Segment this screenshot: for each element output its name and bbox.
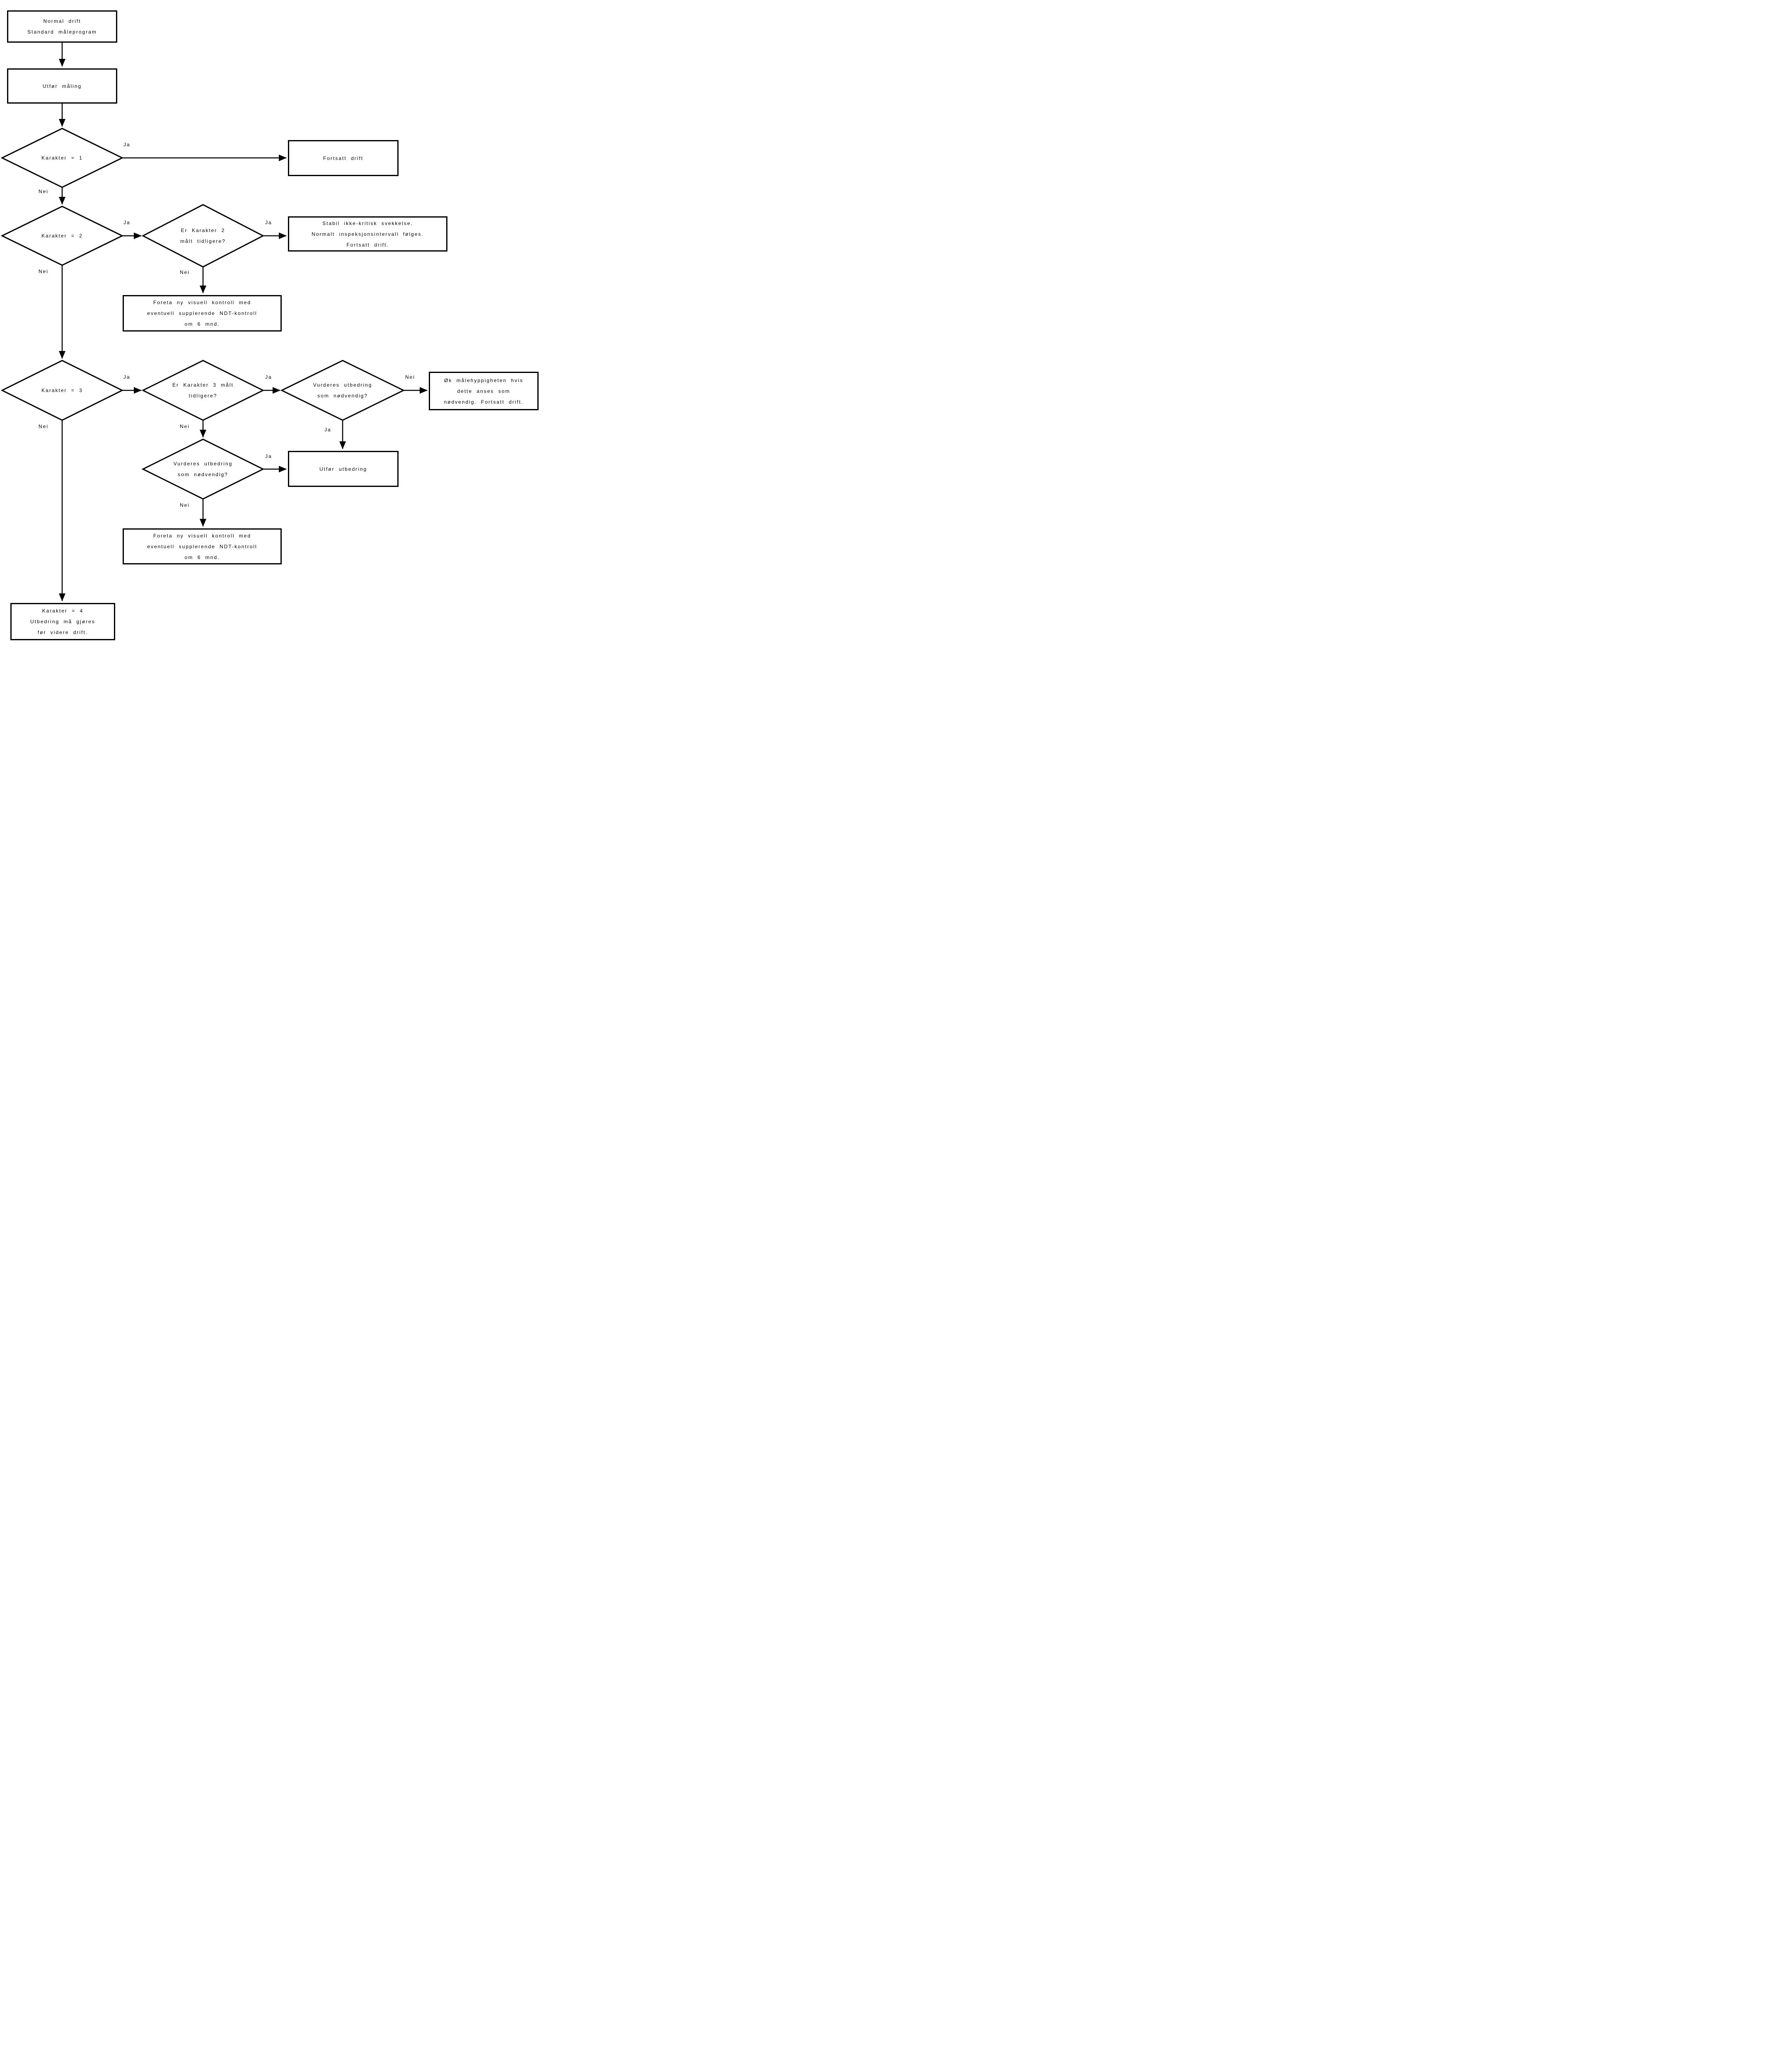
decision-karakter3-label: Karakter = 3 [41,387,83,393]
process-stabil-svekkelse: Stabil ikke-kritisk svekkelse. Normalt i… [288,216,447,252]
process-karakter4-line3: før videre drift. [37,629,88,635]
edge-label-er-karakter3-ja: Ja [265,374,272,380]
process-ok-malehyppigheten: Øk målehyppigheten hvis dette anses som … [429,372,539,410]
process-stabil-svekkelse-line2: Normalt inspeksjonsintervall følges. [312,231,424,237]
decision-karakter2-text: Karakter = 2 [17,221,108,251]
edge-label-karakter1-nei: Nei [39,189,49,194]
process-normal-drift-line1: Normal drift [43,18,81,24]
decision-karakter3-shape [0,360,124,421]
edge-label-vurderes2-ja: Ja [265,453,272,459]
edge-label-karakter3-nei: Nei [39,424,49,429]
edge-label-karakter3-ja: Ja [123,374,131,380]
decision-er-karakter2-line1: Er Karakter 2 [181,228,225,233]
process-ok-malehyppigheten-line2: dette anses som [457,388,510,394]
decision-karakter3-text: Karakter = 3 [17,375,108,405]
process-foreta-ndt-1-line1: Foreta ny visuell kontroll med [153,300,251,305]
process-stabil-svekkelse-line3: Fortsatt drift. [346,242,389,248]
edge-label-karakter2-ja: Ja [123,220,131,225]
decision-vurderes-utbedring2-text: Vurderes utbedring som nødvendig? [153,453,253,486]
edge-label-vurderes1-ja: Ja [324,427,331,433]
process-normal-drift: Normal drift Standard måleprogram [7,10,117,43]
process-foreta-ndt-2-line1: Foreta ny visuell kontroll med [153,533,251,539]
process-normal-drift-line2: Standard måleprogram [27,29,97,35]
decision-vurderes1-line1: Vurderes utbedring [313,382,372,388]
process-karakter4: Karakter = 4 Utbedring må gjøres før vid… [10,603,115,640]
process-karakter4-line1: Karakter = 4 [42,608,84,614]
decision-er-karakter2-line2: målt tidligere? [180,238,226,244]
flowchart: Normal drift Standard måleprogram Utfør … [0,0,556,662]
process-fortsatt-drift-label: Fortsatt drift [323,155,363,161]
flowchart-canvas [0,43,428,601]
decision-vurderes2-line1: Vurderes utbedring [173,461,233,467]
decision-karakter1-text: Karakter = 1 [17,143,108,173]
process-ok-malehyppigheten-line3: nødvendig. Fortsatt drift. [444,399,524,405]
process-karakter4-line2: Utbedring må gjøres [30,619,95,625]
edge-label-karakter2-nei: Nei [39,269,49,274]
decision-er-karakter2-text: Er Karakter 2 målt tidligere? [153,219,253,252]
decision-karakter1-shape [0,128,124,188]
edge-label-vurderes1-nei: Nei [405,374,416,380]
decision-karakter2-shape [0,206,124,266]
decision-vurderes-utbedring1-text: Vurderes utbedring som nødvendig? [293,374,392,407]
process-utfor-maling-label: Utfør måling [42,83,82,89]
edge-label-karakter1-ja: Ja [123,142,131,148]
decision-er-karakter3-shape [141,360,265,421]
decision-vurderes-utbedring1-shape [280,360,405,421]
decision-vurderes1-line2: som nødvendig? [317,393,368,399]
process-utfor-utbedring-label: Utfør utbedring [319,466,367,472]
process-foreta-ndt-2-line2: eventuell supplerende NDT-kontroll [147,543,257,549]
process-foreta-ndt-1-line3: om 6 mnd. [184,321,220,327]
decision-er-karakter2-shape [141,204,265,268]
process-fortsatt-drift: Fortsatt drift [288,140,399,176]
process-stabil-svekkelse-line1: Stabil ikke-kritisk svekkelse. [322,220,413,226]
decision-er-karakter3-line2: tidligere? [189,393,218,399]
process-utfor-maling: Utfør måling [7,68,117,104]
edge-label-er-karakter2-nei: Nei [180,269,190,275]
decision-karakter1-label: Karakter = 1 [41,155,83,161]
edge-label-er-karakter3-nei: Nei [180,424,190,429]
process-foreta-ndt-1-line2: eventuell supplerende NDT-kontroll [147,310,257,316]
process-foreta-ndt-kontroll-2: Foreta ny visuell kontroll med eventuell… [123,528,282,564]
decision-vurderes-utbedring2-shape [141,438,265,500]
process-ok-malehyppigheten-line1: Øk målehyppigheten hvis [444,377,523,383]
decision-er-karakter3-text: Er Karakter 3 målt tidligere? [153,374,253,407]
decision-karakter2-label: Karakter = 2 [41,233,83,239]
edge-label-er-karakter2-ja: Ja [265,220,272,225]
edge-label-vurderes2-nei: Nei [180,502,190,508]
process-foreta-ndt-kontroll-1: Foreta ny visuell kontroll med eventuell… [123,295,282,332]
decision-vurderes2-line2: som nødvendig? [178,472,228,477]
process-foreta-ndt-2-line3: om 6 mnd. [184,554,220,560]
process-utfor-utbedring: Utfør utbedring [288,451,399,487]
decision-er-karakter3-line1: Er Karakter 3 målt [172,382,234,388]
